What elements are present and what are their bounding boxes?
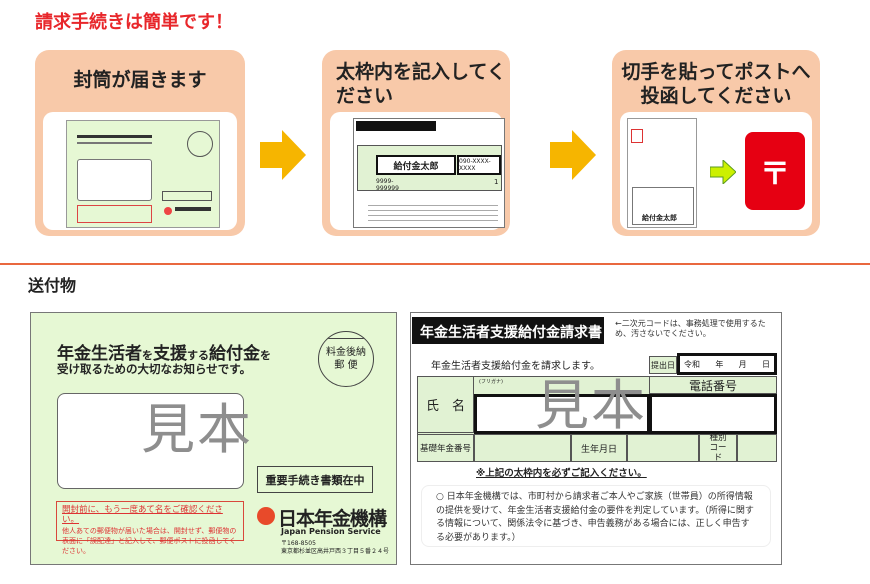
step-card-1: 封筒が届きます <box>35 50 245 236</box>
jps-logo-icon <box>257 507 275 525</box>
mini-phone: 090-XXXX-XXXX <box>457 155 501 175</box>
org-name: 日本年金機構 <box>278 508 387 530</box>
mini-name: 給付金太郎 <box>376 155 456 175</box>
birth-label: 生年月日 <box>571 434 627 462</box>
arrow-right-icon <box>550 130 596 180</box>
claim-form-sample: 年金生活者支援給付金請求書 ←二次元コードは、事務処理で使用するため、汚さないで… <box>410 312 782 565</box>
step-card-2: 太枠内を記入してください 給付金太郎 090-XXXX-XXXX 9999-99… <box>322 50 510 236</box>
request-text: 年金生活者支援給付金を請求します。 <box>431 361 600 372</box>
postage-stamp: 料金後納郵 便 <box>318 331 374 387</box>
step-label: 切手を貼ってポストへ投函してください <box>621 61 811 107</box>
step-image <box>43 112 237 230</box>
qr-note: ←二次元コードは、事務処理で使用するため、汚さないでください。 <box>615 319 766 338</box>
submit-date-field[interactable]: 令和年月日 <box>677 353 777 375</box>
postbox-icon: 〒 <box>745 132 805 210</box>
section-title: 送付物 <box>28 276 77 295</box>
envelope-headline: 年金生活者を支援する給付金を <box>57 344 271 364</box>
mini-form: 給付金太郎 090-XXXX-XXXX 9999-999999 1 <box>353 118 505 228</box>
step-card-3: 切手を貼ってポストへ投函してください 給付金太郎 〒 <box>612 50 820 236</box>
form-title: 年金生活者支援給付金請求書 <box>412 317 604 344</box>
envelope-subline: 受け取るための大切なお知らせです。 <box>57 362 252 376</box>
sample-watermark: 見本 <box>141 398 253 461</box>
instruction-text: ※上記の太枠内を必ずご記入ください。 <box>476 468 647 479</box>
warning-box: 開封前に、もう一度あて名をご確認ください。 他人あての郵便物が届いた場合は、開封… <box>56 501 244 555</box>
birth-field[interactable] <box>627 434 699 462</box>
furigana-label: (フリガナ) <box>479 379 503 385</box>
envelope-sample: 年金生活者を支援する給付金を 受け取るための大切なお知らせです。 料金後納郵 便… <box>30 312 397 565</box>
type-code-label: 種別コード <box>699 433 737 463</box>
arrow-right-icon <box>710 160 736 184</box>
step-image: 給付金太郎 090-XXXX-XXXX 9999-999999 1 <box>330 112 505 230</box>
submit-date-label: 提出日 <box>649 356 677 374</box>
page-title: 請求手続きは簡単です！ <box>35 12 233 33</box>
mini-postcard: 給付金太郎 <box>627 118 697 228</box>
pension-no-label: 基礎年金番号 <box>417 434 474 462</box>
mini-code: 1 <box>494 178 499 186</box>
step-label: 封筒が届きます <box>73 69 207 91</box>
postal-code: 〒168-8505 <box>281 540 316 547</box>
name-field[interactable] <box>474 394 650 434</box>
type-code-field[interactable] <box>737 434 777 462</box>
phone-field[interactable] <box>649 394 777 434</box>
info-note: ○ 日本年金機構では、市町村から請求者ご本人やご家族（世帯員）の所得情報の提供を… <box>421 485 771 547</box>
step-image: 給付金太郎 〒 <box>620 112 812 230</box>
arrow-right-icon <box>260 130 306 180</box>
address-window <box>57 393 244 489</box>
mini-postcard-name: 給付金太郎 <box>642 214 677 222</box>
phone-label: 電話番号 <box>649 376 777 394</box>
address: 東京都杉並区高井戸西３丁目５番２４号 <box>281 548 390 555</box>
mini-envelope <box>66 120 220 228</box>
mini-pension-no: 9999-999999 <box>376 178 399 192</box>
divider <box>0 263 870 265</box>
step-label: 太枠内を記入してください <box>336 61 506 107</box>
name-label: 氏 名 <box>417 376 474 433</box>
org-name-en: Japan Pension Service <box>281 527 381 536</box>
pension-no-field[interactable] <box>474 434 571 462</box>
sample-watermark: 見本 <box>535 374 647 437</box>
important-label: 重要手続き書類在中 <box>257 466 373 493</box>
